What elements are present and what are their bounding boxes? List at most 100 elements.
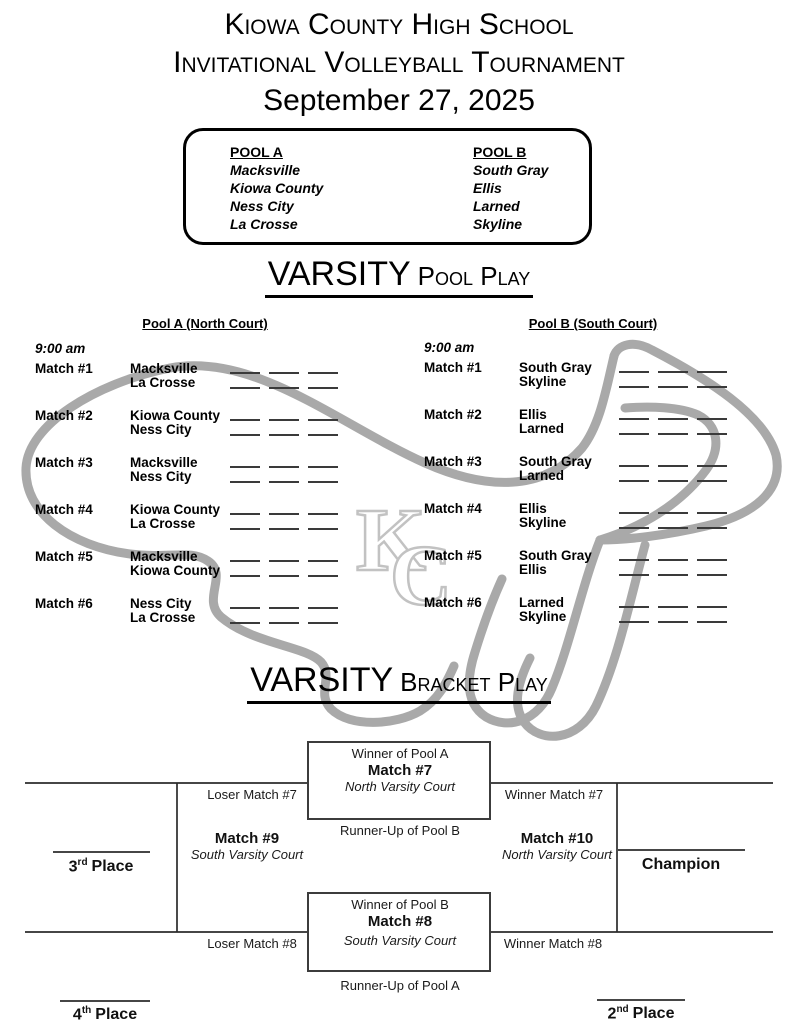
team-row: Ellis [519,406,784,423]
team-row: Skyline [519,374,784,390]
team-row: La Crosse [130,375,395,391]
team-name: Ellis [519,406,547,422]
score-blank [619,385,649,388]
pool-b-schedule: 9:00 am Match #1 South Gray Skyline Matc… [424,340,784,643]
pool-match: Match #5 South Gray Ellis [424,547,784,578]
team-name: La Crosse [130,610,196,625]
score-blank [619,371,649,373]
score-blank [269,560,299,562]
pool-match: Match #5 Macksville Kiowa County [35,549,395,579]
team-name: Kiowa County [130,407,220,423]
score-blanks [230,419,338,421]
team-row: Ellis [519,501,784,517]
match-teams: Macksville Kiowa County [130,549,395,579]
team-name: Ellis [519,562,547,577]
logo-letter-c: C [390,527,452,623]
pool-match: Match #1 South Gray Skyline [424,360,784,390]
pool-a-court-header: Pool A (North Court) [142,316,268,331]
loser-match7-label: Loser Match #7 [207,787,297,802]
bracket-heading-sub: Bracket Play [400,667,548,697]
pool-a-schedule: 9:00 am Match #1 Macksville La Crosse Ma… [35,341,395,644]
score-blank [697,526,727,529]
watermark-crescent-inner [595,402,721,545]
score-blank [619,573,649,576]
score-blanks [230,480,338,483]
match7-top-seed: Winner of Pool A [351,746,449,761]
score-blank [308,607,338,609]
match-label: Match #2 [35,407,93,423]
score-blank [697,573,727,576]
score-blank [230,621,260,624]
match7-name: Match #7 [367,762,433,779]
pool-a-team: Kiowa County [230,180,324,196]
score-blanks [230,527,338,530]
team-name: South Gray [519,547,592,563]
score-blank [697,606,727,608]
team-name: Macksville [130,360,198,376]
score-blank [658,479,688,482]
score-blank [308,466,338,468]
start-time: 9:00 am [35,341,86,356]
score-blank [658,432,688,435]
team-name: Kiowa County [130,563,220,578]
score-blank [308,527,338,530]
pool-match: Match #4 Kiowa County La Crosse [35,502,395,532]
score-blank [619,606,649,608]
pool-b-matches: Match #1 South Gray Skyline Match #2 Ell… [424,360,784,625]
match-label: Match #6 [424,594,482,610]
team-row: Skyline [519,609,784,625]
score-blank [230,560,260,562]
team-name: Larned [519,594,565,610]
pool-match: Match #3 Macksville Ness City [35,455,395,485]
event-name: Invitational Volleyball Tournament [173,46,625,79]
pool-a-team: Ness City [230,198,294,214]
pool-a-team: Macksville [230,162,301,178]
match-teams: Kiowa County La Crosse [130,502,395,532]
score-blank [697,385,727,388]
score-blank [308,560,338,562]
score-blank [658,371,688,373]
match8-name: Match #8 [367,913,433,930]
score-blank [269,607,299,609]
team-row: Kiowa County [130,407,395,424]
match-teams: Macksville Ness City [130,455,395,485]
score-blank [697,620,727,623]
score-blank [230,574,260,577]
pool-match: Match #6 Larned Skyline [424,594,784,625]
match7-bottom-seed: Runner-Up of Pool B [340,823,460,838]
score-blank [230,419,260,421]
score-blank [230,466,260,468]
score-blanks [619,573,727,576]
pool-b-header: POOL B [473,144,527,160]
team-row: South Gray [519,547,784,564]
score-blank [619,620,649,623]
pools-box: POOL A Macksville Kiowa County Ness City… [183,128,592,245]
score-blanks [619,559,727,561]
pool-b-team: Skyline [473,216,523,232]
pool-match: Match #3 South Gray Larned [424,454,784,484]
pool-a-list: POOL A Macksville Kiowa County Ness City… [230,143,323,233]
watermark-streamer-1 [464,535,605,728]
loser-match8-label: Loser Match #8 [207,936,297,951]
winner-match8-label: Winner Match #8 [503,936,603,951]
score-blanks [619,432,727,435]
team-name: Larned [519,468,565,483]
match-label: Match #6 [35,595,93,611]
pool-a-matches: Match #1 Macksville La Crosse Match #2 K… [35,360,395,626]
score-blank [619,432,649,435]
score-blank [658,573,688,576]
team-row: Ness City [130,469,395,485]
score-blank [658,512,688,514]
score-blanks [619,385,727,388]
champion-label: Champion [641,856,721,873]
score-blank [697,479,727,482]
score-blank [269,513,299,515]
match8-bottom-seed: Runner-Up of Pool A [340,978,460,993]
score-blanks [230,607,338,609]
score-blank [230,386,260,389]
